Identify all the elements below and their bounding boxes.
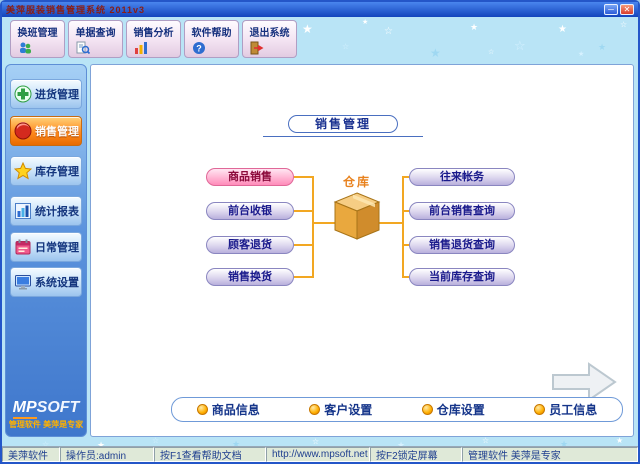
client-area: ★☆☆★★☆★★☆★☆★★☆★☆★☆★★☆ 换班管理 单据查询 销售分析 xyxy=(2,17,638,462)
status-lock-hint: 按F2锁定屏幕 xyxy=(370,447,462,462)
exit-icon xyxy=(250,41,294,55)
statusbar: 美萍软件 操作员:admin 按F1查看帮助文档 http://www.mpso… xyxy=(2,446,638,462)
main-panel: 销售管理 仓库 xyxy=(90,64,634,437)
link-warehouse-settings[interactable]: 仓库设置 xyxy=(421,401,485,418)
shift-icon xyxy=(18,41,62,55)
close-button[interactable]: ✕ xyxy=(620,4,634,15)
minimize-button[interactable]: ─ xyxy=(604,4,618,15)
node-product-sales[interactable]: 商品销售 xyxy=(206,168,294,186)
link-customer-settings[interactable]: 客户设置 xyxy=(309,401,372,418)
node-current-accounts[interactable]: 往来帐务 xyxy=(409,168,515,186)
window-controls: ─ ✕ xyxy=(604,4,634,15)
toolbar-button-help[interactable]: 软件帮助 ? xyxy=(184,20,239,58)
sidebar-item-inventory[interactable]: 库存管理 xyxy=(10,156,82,186)
purchase-plus-icon xyxy=(14,85,32,103)
toolbar-button-exit[interactable]: 退出系统 xyxy=(242,20,297,58)
status-operator: 操作员:admin xyxy=(60,447,154,462)
document-search-icon xyxy=(76,41,120,55)
title-underline xyxy=(263,136,423,137)
titlebar: 美萍服装销售管理系统 2011v3 ─ ✕ xyxy=(2,2,638,17)
toolbar-button-sales-analysis[interactable]: 销售分析 xyxy=(126,20,181,58)
link-product-info[interactable]: 商品信息 xyxy=(196,401,260,418)
connector-lines xyxy=(294,176,409,278)
daily-book-icon xyxy=(14,238,32,256)
status-slogan: 管理软件 美萍是专家 xyxy=(462,447,638,462)
toolbar-button-shift[interactable]: 换班管理 xyxy=(10,20,65,58)
analysis-chart-icon xyxy=(134,41,178,55)
toolbar: 换班管理 单据查询 销售分析 软件帮助 ? xyxy=(10,20,297,58)
sidebar-item-daily[interactable]: 日常管理 xyxy=(10,232,82,262)
mpsoft-logo: MPSOFT 管理软件 美萍是专家 xyxy=(6,399,86,430)
toolbar-button-document-query[interactable]: 单据查询 xyxy=(68,20,123,58)
sidebar-item-sales[interactable]: 销售管理 xyxy=(10,116,82,146)
status-company: 美萍软件 xyxy=(2,447,60,462)
logo-tagline: 管理软件 美萍是专家 xyxy=(8,420,84,429)
next-arrow-icon[interactable] xyxy=(551,361,617,408)
orange-ball-icon xyxy=(534,404,546,415)
link-employee-info[interactable]: 员工信息 xyxy=(534,401,597,418)
node-current-stock-query[interactable]: 当前库存查询 xyxy=(409,268,515,286)
node-front-sales-query[interactable]: 前台销售查询 xyxy=(409,202,515,220)
warehouse-label: 仓库 xyxy=(342,175,371,189)
svg-text:?: ? xyxy=(196,44,202,54)
node-front-cashier[interactable]: 前台收银 xyxy=(206,202,294,220)
status-website: http://www.mpsoft.net xyxy=(266,447,370,462)
sidebar: 进货管理 销售管理 库存管理 统计报表 xyxy=(5,64,87,437)
orange-ball-icon xyxy=(421,404,433,415)
sidebar-item-reports[interactable]: 统计报表 xyxy=(10,196,82,226)
quick-links-bar: 商品信息 客户设置 仓库设置 员工信息 xyxy=(171,397,623,422)
logo-soft: SOFT xyxy=(36,399,80,416)
sales-ball-icon xyxy=(14,121,32,140)
status-help-hint: 按F1查看帮助文档 xyxy=(154,447,266,462)
sidebar-item-settings[interactable]: 系统设置 xyxy=(10,267,82,297)
node-customer-returns[interactable]: 顾客退货 xyxy=(206,236,294,254)
window-title: 美萍服装销售管理系统 2011v3 xyxy=(6,5,146,15)
settings-monitor-icon xyxy=(14,273,32,291)
inventory-star-icon xyxy=(13,161,33,180)
node-sales-exchange[interactable]: 销售换货 xyxy=(206,268,294,286)
report-bars-icon xyxy=(14,202,32,220)
page-title: 销售管理 xyxy=(288,115,398,133)
logo-mp: MP xyxy=(12,399,37,419)
orange-ball-icon xyxy=(196,404,208,415)
orange-ball-icon xyxy=(309,404,321,415)
node-sales-returns-query[interactable]: 销售退货查询 xyxy=(409,236,515,254)
sidebar-item-purchase[interactable]: 进货管理 xyxy=(10,79,82,109)
help-icon: ? xyxy=(192,41,236,55)
warehouse-cube-icon xyxy=(333,191,381,241)
